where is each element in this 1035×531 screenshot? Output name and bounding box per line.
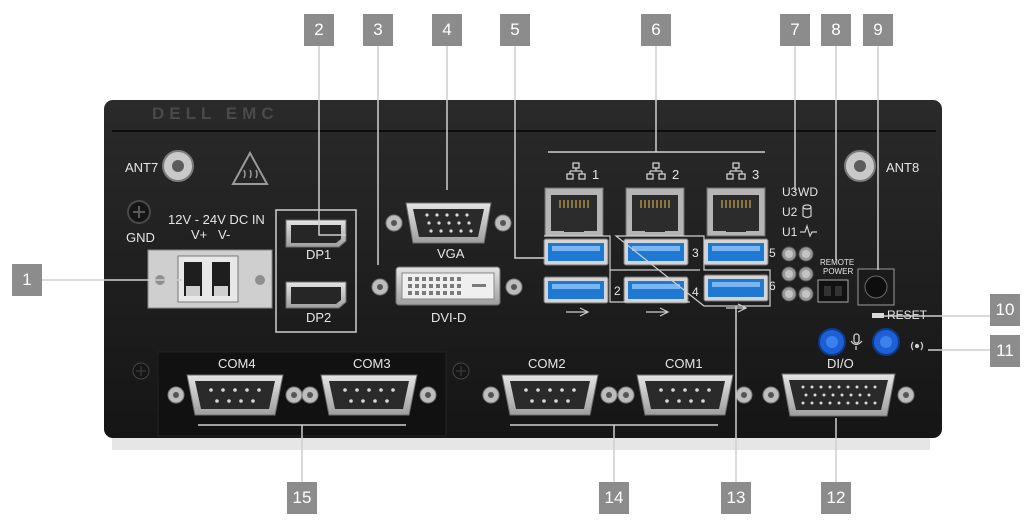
dc-power-terminal-block: [147, 249, 273, 309]
dio-button[interactable]: [872, 328, 900, 356]
chassis-shadow: [112, 436, 930, 450]
lan2-label: 2: [672, 167, 679, 182]
callout-13: 13: [721, 482, 751, 514]
callout-3: 3: [363, 14, 393, 46]
status-led: [781, 286, 797, 302]
usb4-port: [623, 276, 689, 304]
usb-group-frames: [544, 235, 771, 307]
ant7-pin: [172, 160, 184, 172]
microphone-icon: [850, 333, 863, 350]
ant8-label: ANT8: [886, 160, 919, 175]
remote-power-label-line2: POWER: [823, 267, 853, 276]
lan3-label: 3: [752, 167, 759, 182]
dio-button[interactable]: [818, 328, 846, 356]
status-led: [798, 266, 814, 282]
usb2-label: 2: [614, 284, 621, 298]
lan1-port: [544, 187, 604, 237]
led-u3-label: U3: [782, 185, 798, 199]
ant8-pin: [854, 160, 866, 172]
status-led: [781, 246, 797, 262]
usb6-label: 6: [769, 279, 776, 293]
callout-8: 8: [821, 14, 851, 46]
callout-5: 5: [500, 14, 530, 46]
dp2-port: [285, 281, 347, 309]
remote-power-connector: [817, 279, 849, 303]
remote-power-label-line1: REMOTE: [820, 258, 854, 267]
dc-in-label: 12V - 24V DC IN: [168, 212, 265, 227]
callout-6: 6: [641, 14, 671, 46]
callout-14: 14: [599, 482, 629, 514]
callout-7: 7: [780, 14, 810, 46]
reset-led: [872, 313, 884, 318]
usb1-port: [543, 238, 609, 266]
lan2-port: [625, 187, 685, 237]
wireless-icon: [910, 341, 924, 351]
dio-label: DI/O: [827, 356, 854, 371]
lan1-label: 1: [592, 167, 599, 182]
brand-logo: DELL EMC: [152, 104, 279, 123]
usb5-port: [703, 238, 769, 266]
dvi-d-port: [371, 266, 523, 306]
v-minus-label: V-: [218, 227, 230, 242]
power-button[interactable]: [857, 268, 895, 306]
com4-label: COM4: [218, 356, 256, 371]
screw-icon: [132, 362, 150, 380]
dvi-d-label: DVI-D: [431, 310, 466, 325]
com3-label: COM3: [353, 356, 391, 371]
hot-surface-warning-icon: [231, 150, 269, 185]
callout-12: 12: [821, 482, 851, 514]
com1-label: COM1: [665, 356, 703, 371]
vga-label: VGA: [437, 246, 465, 261]
usb4-label: 4: [692, 285, 699, 299]
status-led: [798, 246, 814, 262]
callout-1: 1: [12, 264, 42, 296]
v-plus-label: V+: [191, 227, 207, 242]
callout-leader-lines: [42, 42, 990, 482]
callout-11: 11: [990, 335, 1020, 367]
dp1-label: DP1: [306, 247, 331, 262]
usb2-port: [543, 276, 609, 304]
gnd-screw-icon: [127, 200, 151, 224]
heartbeat-icon: [800, 224, 817, 238]
dp1-port: [285, 219, 347, 248]
usb3-port: [623, 238, 689, 266]
gnd-label: GND: [126, 230, 155, 245]
callout-4: 4: [432, 14, 462, 46]
screw-icon: [452, 362, 470, 380]
usb3-label: 3: [692, 246, 699, 260]
callout-9: 9: [863, 14, 893, 46]
led-u2-label: U2: [782, 205, 798, 219]
callout-2: 2: [304, 14, 334, 46]
led-u1-label: U1: [782, 225, 798, 239]
callout-15: 15: [287, 482, 317, 514]
usb5-label: 5: [769, 246, 776, 260]
status-led: [798, 286, 814, 302]
usb6-port: [703, 274, 769, 302]
network-icon: [566, 162, 746, 180]
lan3-port: [706, 187, 766, 237]
dp-port-group-frame: [275, 209, 357, 333]
ant7-label: ANT7: [125, 160, 158, 175]
dio-connector: [762, 373, 915, 417]
status-led: [781, 266, 797, 282]
com2-label: COM2: [528, 356, 566, 371]
reset-label: RESET: [887, 308, 928, 322]
storage-icon: [802, 204, 812, 219]
dp2-label: DP2: [306, 310, 331, 325]
led-wd-label: WD: [798, 185, 818, 199]
vga-port: [385, 202, 512, 244]
callout-10: 10: [990, 294, 1020, 326]
